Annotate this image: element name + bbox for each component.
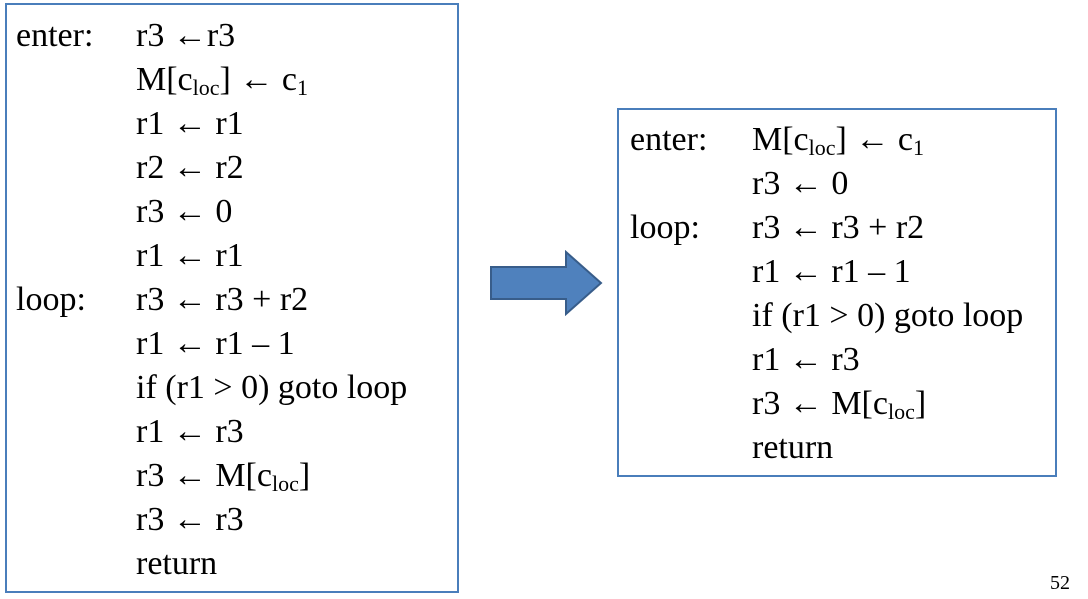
code-line: r3 ← M[cloc]	[619, 382, 1055, 426]
code-line: r1 ← r1 – 1	[619, 250, 1055, 294]
code-statement: r1 ← r1 – 1	[136, 325, 295, 362]
code-line: r2 ← r2	[7, 146, 457, 190]
code-line: r3 ← 0	[7, 190, 457, 234]
code-label: enter:	[16, 17, 94, 54]
code-line: enter: M[cloc] ← c1	[619, 118, 1055, 162]
code-statement: M[cloc] ← c1	[752, 121, 924, 160]
arrow-shape	[490, 250, 603, 316]
code-line: loop: r3 ← r3 + r2	[619, 206, 1055, 250]
code-line: r1 ← r1 – 1	[7, 322, 457, 366]
page-number: 52	[1050, 572, 1070, 594]
code-box-after: enter: M[cloc] ← c1 r3 ← 0 loop: r3 ← r3…	[617, 108, 1057, 477]
code-line: if (r1 > 0) goto loop	[619, 294, 1055, 338]
code-statement: r3 ←r3	[136, 17, 236, 54]
code-line: r3 ← 0	[619, 162, 1055, 206]
code-statement: r2 ← r2	[136, 149, 244, 186]
code-statement: return	[752, 429, 834, 466]
code-statement: r1 ← r3	[752, 341, 860, 378]
code-line: loop: r3 ← r3 + r2	[7, 278, 457, 322]
code-line: enter: r3 ←r3	[7, 14, 457, 58]
code-statement: r1 ← r3	[136, 413, 244, 450]
code-statement: r3 ← 0	[136, 193, 233, 230]
code-statement: M[cloc] ← c1	[136, 61, 308, 100]
code-statement: r3 ← 0	[752, 165, 849, 202]
code-box-before: enter: r3 ←r3 M[cloc] ← c1 r1 ← r1 r2 ← …	[5, 3, 459, 593]
code-line: r1 ← r1	[7, 234, 457, 278]
code-statement: if (r1 > 0) goto loop	[136, 369, 408, 406]
code-line: r1 ← r3	[619, 338, 1055, 382]
code-line: return	[619, 426, 1055, 470]
code-statement: r3 ← M[cloc]	[752, 385, 927, 424]
code-line: r3 ← M[cloc]	[7, 454, 457, 498]
code-line: return	[7, 542, 457, 586]
code-statement: r1 ← r1 – 1	[752, 253, 911, 290]
code-statement: r3 ← r3 + r2	[136, 281, 309, 318]
code-line: if (r1 > 0) goto loop	[7, 366, 457, 410]
code-statement: r1 ← r1	[136, 237, 244, 274]
right-arrow-icon	[490, 250, 603, 316]
code-line: r1 ← r3	[7, 410, 457, 454]
code-label: loop:	[630, 209, 700, 246]
code-statement: r3 ← M[cloc]	[136, 457, 311, 496]
code-label: enter:	[630, 121, 708, 158]
code-line: r1 ← r1	[7, 102, 457, 146]
code-line: M[cloc] ← c1	[7, 58, 457, 102]
code-statement: return	[136, 545, 218, 582]
code-statement: r3 ← r3	[136, 501, 244, 538]
code-statement: if (r1 > 0) goto loop	[752, 297, 1024, 334]
code-line: r3 ← r3	[7, 498, 457, 542]
code-statement: r1 ← r1	[136, 105, 244, 142]
code-statement: r3 ← r3 + r2	[752, 209, 925, 246]
code-label: loop:	[16, 281, 86, 318]
